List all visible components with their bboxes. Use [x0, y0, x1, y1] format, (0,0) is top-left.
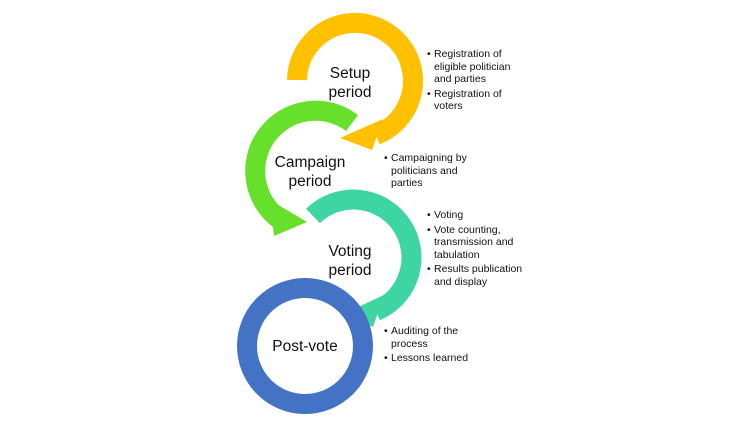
setup-arrowhead [340, 119, 383, 150]
bullet-item: Auditing of the process [384, 325, 484, 350]
bullet-item: Registration of eligible politician and … [427, 48, 525, 86]
voting-bullets: Voting Vote counting, transmission and t… [427, 209, 529, 290]
post-vote-label: Post-vote [272, 338, 338, 355]
post-vote-ring [237, 278, 373, 414]
campaign-bullets: Campaigning by politicians and parties [384, 152, 484, 192]
bullet-item: Lessons learned [384, 352, 484, 365]
campaign-arrowhead [270, 200, 307, 236]
setup-bullets: Registration of eligible politician and … [427, 48, 525, 115]
bullet-item: Campaigning by politicians and parties [384, 152, 484, 190]
bullet-item: Results publication and display [427, 263, 529, 288]
voting-arc [306, 189, 422, 321]
setup-period-arrow [287, 12, 423, 150]
bullet-item: Registration of voters [427, 88, 525, 113]
setup-arc [287, 12, 423, 145]
bullet-item: Voting [427, 209, 529, 222]
campaign-period-label: Campaign period [274, 154, 346, 190]
voting-period-label: Voting period [328, 243, 372, 279]
campaign-period-arrow [245, 100, 359, 236]
setup-period-label: Setup period [328, 65, 372, 101]
bullet-item: Vote counting, transmission and tabulati… [427, 224, 529, 262]
campaign-arc [245, 100, 359, 227]
post-vote-bullets: Auditing of the process Lessons learned [384, 325, 484, 367]
